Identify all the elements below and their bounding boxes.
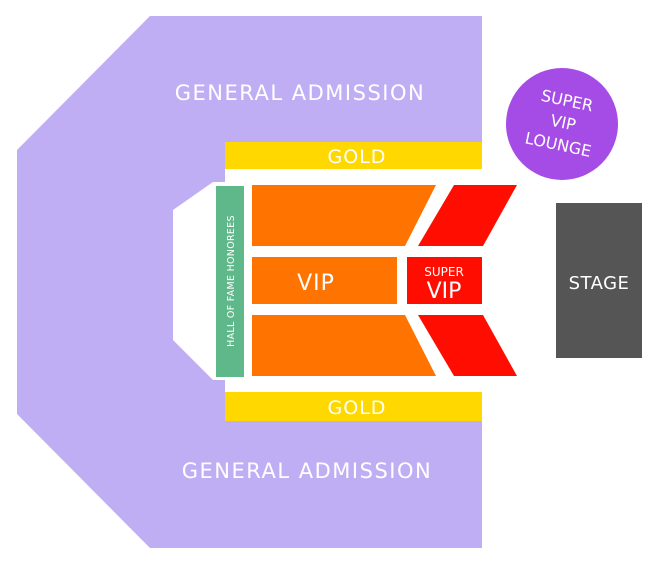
gold-section-bottom[interactable] bbox=[225, 392, 482, 421]
gold-top-label: GOLD bbox=[328, 146, 387, 168]
vip-label: VIP bbox=[297, 271, 335, 296]
super-vip-lounge[interactable] bbox=[506, 68, 618, 180]
general-admission-top-label: GENERAL ADMISSION bbox=[175, 81, 425, 105]
vip-section-top[interactable] bbox=[252, 185, 436, 246]
stage-label: STAGE bbox=[569, 273, 630, 294]
super-vip-label-line1: SUPER bbox=[424, 265, 464, 279]
super-vip-section-bottom[interactable] bbox=[418, 315, 517, 376]
super-vip-section-top[interactable] bbox=[418, 185, 517, 246]
general-admission-bottom-label: GENERAL ADMISSION bbox=[182, 459, 432, 483]
vip-section-bottom[interactable] bbox=[252, 315, 436, 376]
gold-bottom-label: GOLD bbox=[328, 397, 387, 419]
lounge-label-line2: VIP bbox=[549, 111, 578, 135]
stage bbox=[556, 203, 642, 358]
super-vip-label-line2: VIP bbox=[427, 279, 462, 304]
hall-of-fame-section[interactable] bbox=[216, 186, 244, 377]
hall-of-fame-label: HALL OF FAME HONOREES bbox=[226, 215, 237, 347]
gold-section-top[interactable] bbox=[225, 142, 482, 169]
super-vip-section-middle[interactable] bbox=[407, 257, 482, 304]
vip-section-middle[interactable] bbox=[252, 257, 397, 304]
